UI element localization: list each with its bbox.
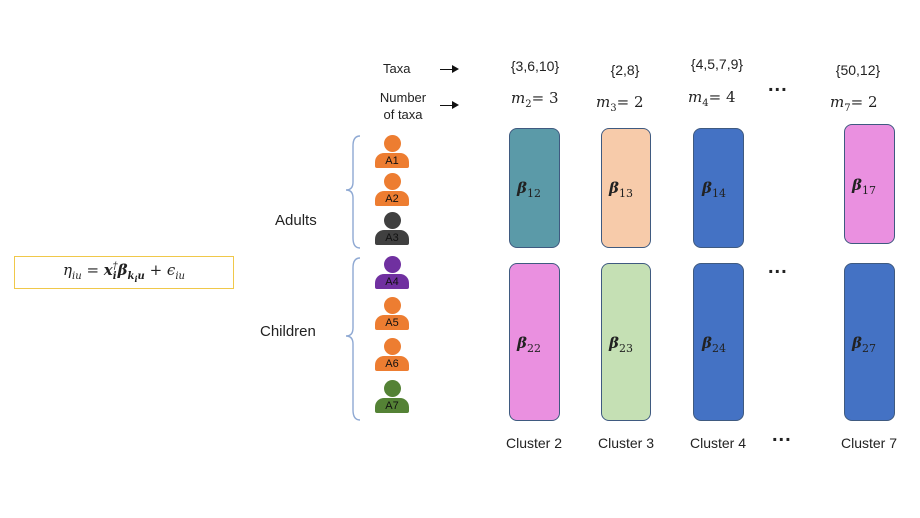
- m-symbol: m: [511, 89, 526, 107]
- formula-epsilon-sub: iu: [175, 271, 185, 282]
- beta-label-13: β13: [609, 179, 633, 200]
- number-of-taxa-label: Number of taxa: [370, 89, 436, 123]
- more-columns-ellipsis-top: ...: [768, 74, 788, 96]
- beta-bar-child-cluster7: [844, 263, 895, 421]
- taxa-arrowhead-icon: [452, 65, 459, 73]
- beta-label-22: β22: [517, 334, 541, 355]
- person-label: A6: [375, 356, 409, 371]
- cluster-label-2: Cluster 2: [505, 435, 563, 451]
- taxa-label: Taxa: [383, 61, 411, 76]
- formula-epsilon: ϵ: [166, 261, 176, 279]
- beta-bar-child-cluster4: [693, 263, 744, 421]
- beta-sub: 24: [711, 342, 726, 355]
- adults-label: Adults: [275, 212, 317, 229]
- m-symbol: m: [830, 93, 845, 111]
- formula-x-sub: i: [112, 271, 117, 282]
- beta-label-23: β23: [609, 334, 633, 355]
- m-sub: 4: [702, 98, 709, 109]
- formula-equals: =: [81, 261, 104, 279]
- m-val: = 4: [708, 88, 736, 106]
- person-head-icon: [384, 135, 401, 152]
- beta-sub: 23: [618, 342, 633, 355]
- taxa-set-col2: {2,8}: [610, 62, 640, 78]
- cluster-label-4: Cluster 4: [689, 435, 747, 451]
- formula-beta: β: [117, 261, 128, 279]
- adults-brace-icon: [345, 135, 361, 249]
- person-label: A5: [375, 315, 409, 330]
- person-head-icon: [384, 256, 401, 273]
- m-count-col4: m7= 2: [830, 93, 878, 114]
- taxa-arrow-icon: [440, 69, 454, 71]
- beta-sub: 14: [711, 187, 726, 200]
- beta-sub: 13: [618, 187, 633, 200]
- m-sub: 2: [525, 99, 532, 110]
- number-arrowhead-icon: [452, 101, 459, 109]
- person-label: A3: [375, 230, 409, 245]
- formula-x: x: [103, 261, 113, 279]
- m-val: = 2: [616, 93, 644, 111]
- beta-label-14: β14: [702, 179, 726, 200]
- person-label: A1: [375, 153, 409, 168]
- m-sub: 7: [844, 103, 851, 114]
- person-label: A2: [375, 191, 409, 206]
- beta-label-17: β17: [852, 176, 876, 197]
- beta-bar-adult-cluster2: [509, 128, 560, 248]
- m-val: = 2: [850, 93, 878, 111]
- taxa-set-col3: {4,5,7,9}: [690, 56, 744, 72]
- beta-bar-adult-cluster3: [601, 128, 651, 248]
- model-formula: ηiu = xi†βkiu + ϵiu: [63, 261, 185, 284]
- formula-beta-sub-k: k: [127, 271, 135, 282]
- beta-bar-adult-cluster7: [844, 124, 895, 244]
- m-count-col3: m4= 4: [688, 88, 736, 109]
- beta-label-27: β27: [852, 334, 876, 355]
- formula-beta-sub-u: u: [137, 271, 145, 282]
- number-arrow-icon: [440, 105, 454, 107]
- person-head-icon: [384, 338, 401, 355]
- beta-sub: 27: [861, 342, 876, 355]
- beta-sub: 22: [526, 342, 541, 355]
- beta-bar-adult-cluster4: [693, 128, 744, 248]
- children-brace-icon: [345, 257, 361, 421]
- formula-plus: +: [144, 261, 167, 279]
- formula-eta-sub: iu: [72, 271, 82, 282]
- formula-beta-sub-i: i: [134, 274, 138, 284]
- person-label: A7: [375, 398, 409, 413]
- m-count-col1: m2= 3: [511, 89, 559, 110]
- m-sub: 3: [610, 103, 617, 114]
- cluster-label-7: Cluster 7: [840, 435, 898, 451]
- beta-sub: 12: [526, 187, 541, 200]
- m-symbol: m: [688, 88, 703, 106]
- person-label: A4: [375, 274, 409, 289]
- formula-eta: η: [63, 261, 73, 279]
- m-count-col2: m3= 2: [596, 93, 644, 114]
- m-val: = 3: [531, 89, 559, 107]
- beta-label-24: β24: [702, 334, 726, 355]
- person-head-icon: [384, 380, 401, 397]
- taxa-set-col4: {50,12}: [835, 62, 881, 78]
- beta-bar-child-cluster2: [509, 263, 560, 421]
- m-symbol: m: [596, 93, 611, 111]
- beta-bar-child-cluster3: [601, 263, 651, 421]
- beta-sub: 17: [861, 184, 876, 197]
- more-columns-ellipsis-bottom: ...: [772, 424, 792, 446]
- number-label-line2: of taxa: [383, 107, 423, 122]
- more-columns-ellipsis-middle: ...: [768, 256, 788, 278]
- model-formula-box: ηiu = xi†βkiu + ϵiu: [14, 256, 234, 289]
- children-label: Children: [260, 323, 316, 340]
- beta-label-12: β12: [517, 179, 541, 200]
- person-head-icon: [384, 212, 401, 229]
- cluster-label-3: Cluster 3: [597, 435, 655, 451]
- number-label-line1: Number: [379, 90, 427, 105]
- taxa-set-col1: {3,6,10}: [510, 58, 560, 74]
- group-braces: [345, 135, 361, 421]
- formula-x-sup: †: [112, 261, 118, 272]
- person-head-icon: [384, 297, 401, 314]
- person-head-icon: [384, 173, 401, 190]
